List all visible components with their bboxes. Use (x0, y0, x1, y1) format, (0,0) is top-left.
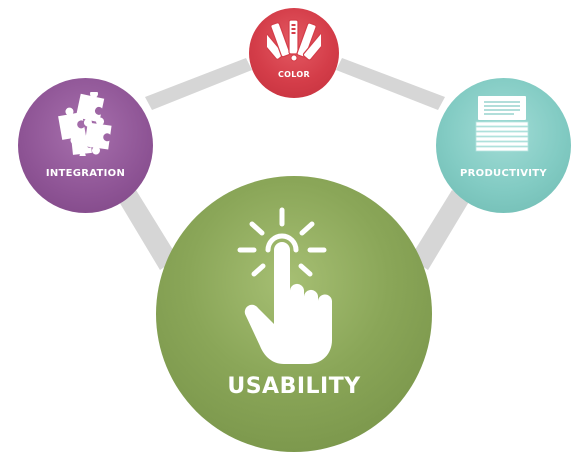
connector-color-integration (145, 58, 252, 110)
paper-stack-icon (475, 96, 529, 152)
connector-integration-usability (118, 190, 178, 270)
productivity-node: PRODUCTIVITY (436, 78, 571, 213)
productivity-label: PRODUCTIVITY (460, 168, 547, 179)
connector-productivity-usability (410, 190, 470, 270)
connector-color-productivity (336, 58, 445, 110)
integration-label: INTEGRATION (45, 168, 126, 179)
hand-pointer-click-icon (237, 207, 332, 364)
usability-label: USABILITY (227, 374, 361, 399)
color-node: COLOR (249, 8, 339, 98)
color-label: COLOR (278, 70, 310, 79)
integration-node: INTEGRATION (18, 78, 153, 213)
usability-node: USABILITY (156, 176, 432, 452)
puzzle-pieces-icon (58, 92, 112, 156)
color-swatch-fan-icon (267, 19, 321, 62)
